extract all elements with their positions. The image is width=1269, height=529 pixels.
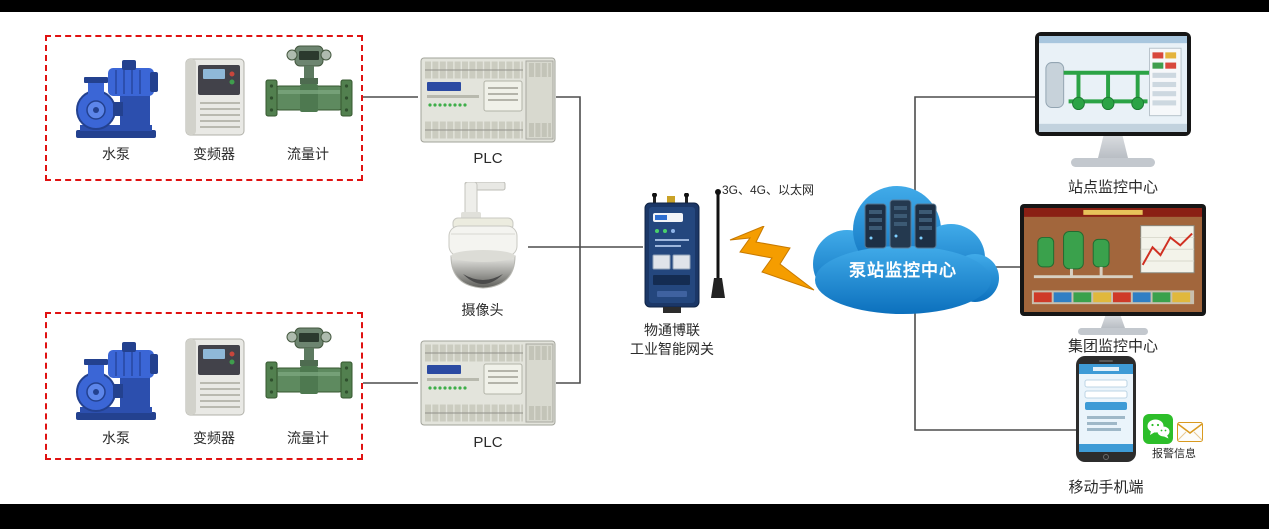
water-pump-icon [70, 52, 162, 144]
vfd-label: 变频器 [193, 146, 235, 162]
scada-screen [1039, 36, 1187, 132]
plc-bottom-label: PLC [473, 434, 503, 451]
phone-speaker [1099, 360, 1113, 362]
plc-top-label: PLC [473, 150, 503, 167]
camera-label: 摄像头 [461, 302, 504, 318]
group-monitor [1020, 204, 1206, 335]
gateway-brand-label: 物通博联 [644, 322, 700, 338]
flow-meter-label: 流量计 [287, 146, 329, 162]
flow-meter-icon [262, 44, 354, 144]
network-types-label: 3G、4G、以太网 [722, 183, 815, 197]
field-device-group-1 [45, 35, 363, 181]
antenna-icon [711, 189, 725, 298]
vfd-icon [182, 57, 248, 137]
monitor-base [1078, 328, 1148, 335]
site-monitor [1035, 32, 1191, 167]
monitor-frame [1035, 32, 1191, 136]
water-pump-label: 水泵 [102, 430, 130, 446]
field-device-group-2 [45, 312, 363, 460]
mobile-phone [1076, 356, 1136, 462]
mail-icon [1177, 422, 1203, 442]
server-icons [864, 199, 937, 249]
vfd-icon [182, 337, 248, 417]
plc-top-icon [420, 55, 556, 145]
site-monitor-label: 站点监控中心 [1067, 179, 1158, 196]
phone-home-button [1103, 454, 1109, 460]
monitor-stand [1101, 316, 1125, 328]
group-monitor-label: 集团监控中心 [1067, 338, 1158, 355]
water-pump-icon [70, 334, 162, 426]
phone-screen [1079, 364, 1133, 452]
flow-meter-label: 流量计 [287, 430, 329, 446]
vfd-label: 变频器 [193, 430, 235, 446]
cloud-label: 泵站监控中心 [849, 261, 957, 280]
lightning-bolt-icon [729, 226, 815, 291]
mobile-label: 移动手机端 [1068, 479, 1144, 496]
flow-meter-icon [262, 326, 354, 426]
gateway-name-label: 工业智能网关 [630, 341, 714, 357]
alarm-info-label: 报警信息 [1152, 448, 1196, 460]
dome-camera-icon [435, 182, 530, 300]
scada-screen [1024, 208, 1202, 312]
water-pump-label: 水泵 [102, 146, 130, 162]
iot-gateway-icon [644, 193, 700, 313]
monitor-frame [1020, 204, 1206, 316]
cloud-icon [813, 186, 999, 314]
monitor-base [1071, 158, 1155, 167]
monitor-stand [1098, 136, 1128, 158]
plc-bottom-icon [420, 338, 556, 428]
wechat-icon [1143, 414, 1173, 444]
